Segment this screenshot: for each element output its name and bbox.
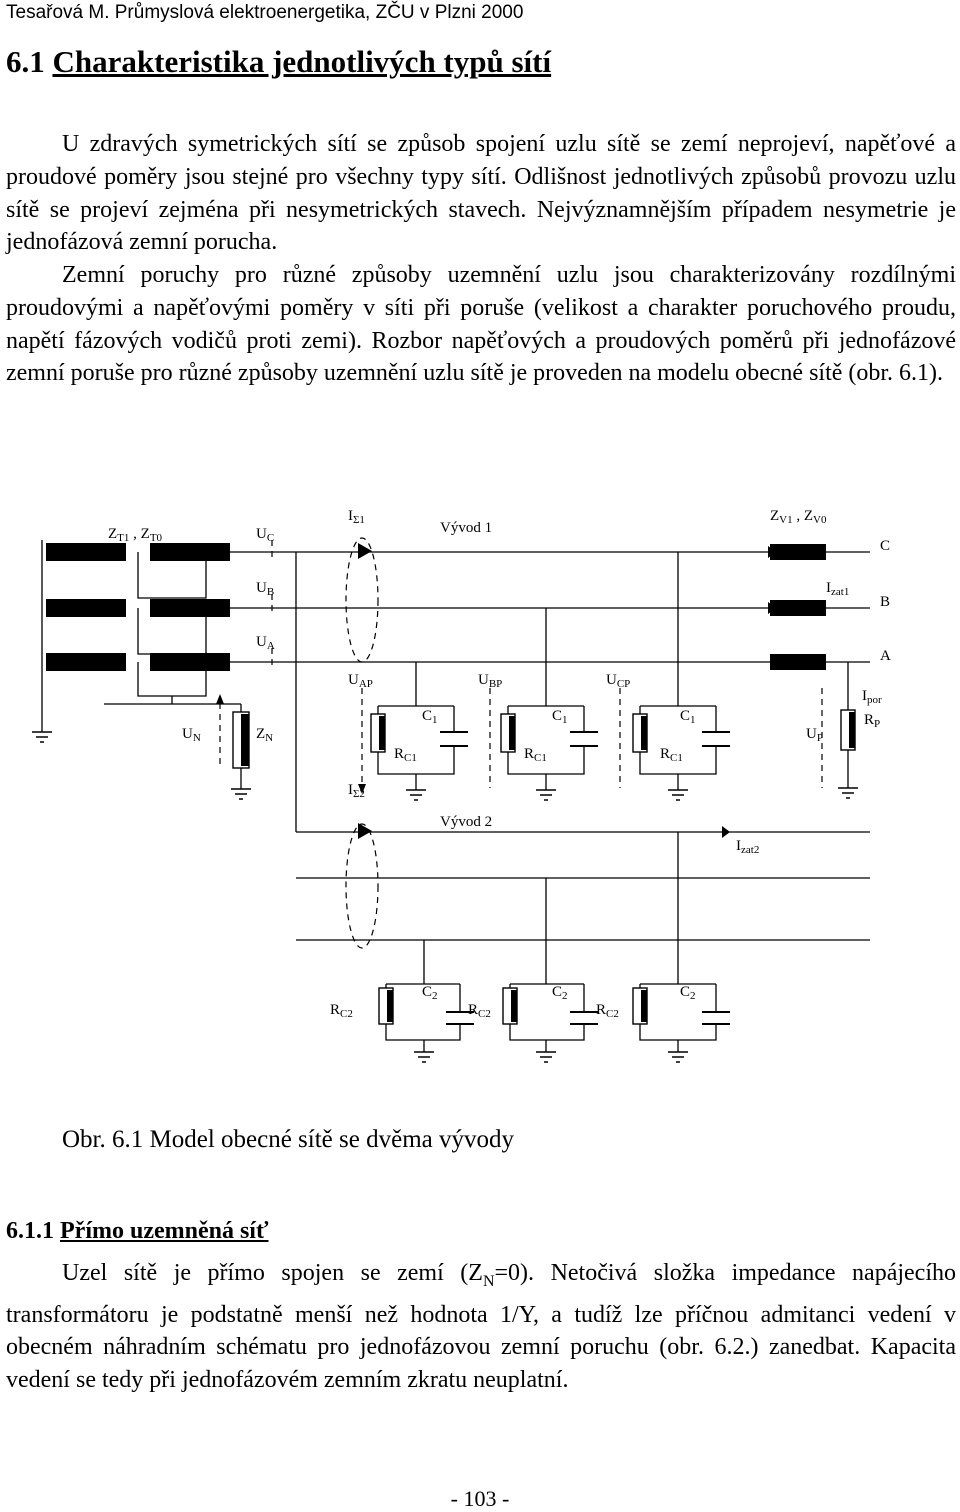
label-phase-a: A [880, 648, 891, 664]
subsection-number: 6.1.1 [6, 1218, 54, 1244]
label-ipor: Ipor [862, 688, 882, 706]
resistor-inner-marks [241, 712, 855, 1022]
label-c2: C2 [422, 984, 438, 1002]
label-c1: C1 [422, 708, 438, 726]
label-rc1: RC1 [524, 746, 547, 764]
label-zn: ZN [256, 726, 273, 744]
label-phase-b: B [880, 594, 890, 610]
page-header: Tesařová M. Průmyslová elektroenergetika… [6, 2, 524, 23]
label-phase-c: C [880, 538, 890, 554]
diagram-wiring [41, 540, 870, 1052]
label-un: UN [182, 726, 201, 744]
label-rc2: RC2 [330, 1002, 353, 1020]
label-uc: UC [256, 526, 274, 544]
label-uap: UAP [348, 672, 373, 690]
voltage-arrows [219, 537, 823, 949]
label-vyvod2: Vývod 2 [440, 814, 492, 830]
section-heading: 6.1 Charakteristika jednotlivých typů sí… [6, 44, 551, 80]
label-rc1: RC1 [660, 746, 683, 764]
label-zv: ZV1 , ZV0 [770, 508, 827, 526]
paragraph-3: Uzel sítě je přímo spojen se zemí (ZN=0)… [6, 1260, 956, 1394]
paragraph-2: Zemní poruchy pro různé způsoby uzemnění… [6, 262, 956, 387]
arrow-heads [216, 543, 776, 839]
label-ub: UB [256, 580, 274, 598]
network-model-diagram: ZT1 , ZT0 UC UB UA UN ZN IΣ1 IΣ2 Vývod 1… [32, 508, 891, 1063]
figure-caption: Obr. 6.1 Model obecné sítě se dvěma vývo… [62, 1126, 514, 1153]
label-rc2: RC2 [468, 1002, 491, 1020]
capacitors [440, 731, 730, 1025]
label-ucp: UCP [606, 672, 630, 690]
label-isigma1: IΣ1 [348, 508, 365, 526]
paragraph-1: U zdravých symetrických sítí se způsob s… [6, 131, 956, 256]
label-up: UP [806, 726, 823, 744]
label-c1: C1 [680, 708, 696, 726]
label-rc1: RC1 [394, 746, 417, 764]
transformer-primary-windings [46, 543, 230, 671]
ground-symbols [32, 731, 858, 1063]
line-impedance-blocks [770, 544, 826, 670]
label-zt: ZT1 , ZT0 [108, 526, 163, 544]
section-title: Charakteristika jednotlivých typů sítí [52, 44, 552, 79]
page-number: - 103 - [450, 1486, 510, 1511]
label-izat1: Izat1 [826, 580, 849, 598]
section-number: 6.1 [6, 44, 45, 79]
label-isigma2: IΣ2 [348, 782, 365, 800]
label-c2: C2 [680, 984, 696, 1002]
label-izat2: Izat2 [736, 838, 759, 856]
label-vyvod1: Vývod 1 [440, 520, 492, 536]
label-rc2: RC2 [596, 1002, 619, 1020]
label-c1: C1 [552, 708, 568, 726]
label-ubp: UBP [478, 672, 502, 690]
label-ua: UA [256, 634, 275, 652]
subsection-heading: 6.1.1 Přímo uzemněná síť [6, 1218, 268, 1245]
label-c2: C2 [552, 984, 568, 1002]
label-rp: RP [864, 712, 880, 730]
subsection-title: Přímo uzemněná síť [60, 1218, 269, 1244]
